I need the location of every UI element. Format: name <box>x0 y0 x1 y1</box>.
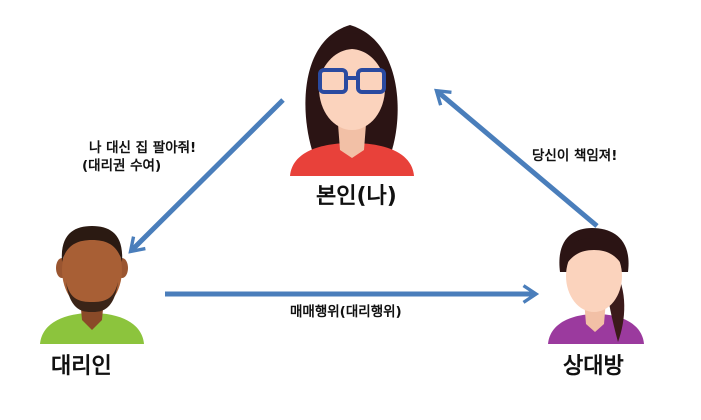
counterparty-avatar <box>548 228 644 344</box>
arrow-principal-to-agent <box>128 98 285 254</box>
delegation-note-text: (대리권 수여) <box>82 158 162 174</box>
principal-avatar <box>290 25 414 176</box>
responsibility-text: 당신이 책임져! <box>532 148 618 164</box>
counterparty-label: 상대방 <box>563 354 624 379</box>
agent-label: 대리인 <box>51 354 112 379</box>
delegation-request-text: 나 대신 집 팔아줘! <box>89 140 197 156</box>
arrow-counterparty-to-principal <box>434 88 599 228</box>
principal-label: 본인(나) <box>316 184 397 209</box>
agent-avatar <box>40 226 144 344</box>
sale-act-text: 매매행위(대리행위) <box>290 304 402 320</box>
